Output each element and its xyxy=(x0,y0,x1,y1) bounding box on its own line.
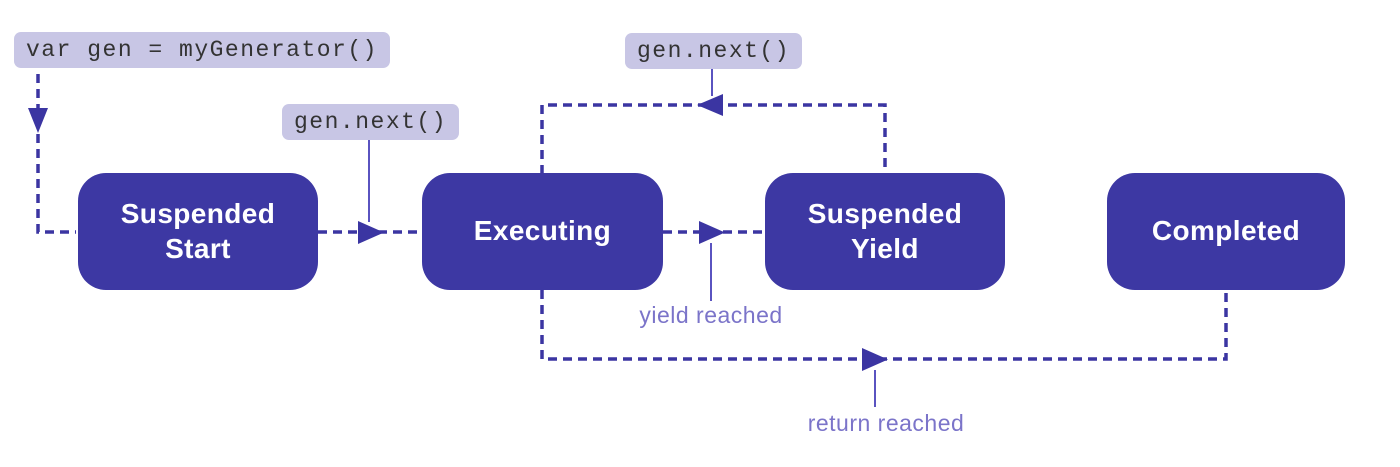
state-suspended-start: Suspended Start xyxy=(78,173,318,290)
state-executing: Executing xyxy=(422,173,663,290)
caption-return-reached: return reached xyxy=(807,410,965,436)
state-suspended-yield: Suspended Yield xyxy=(765,173,1005,290)
caption-yield-reached: yield reached xyxy=(639,302,783,328)
edge-suspended-yield-to-executing xyxy=(540,103,887,174)
arrowhead-right-icon xyxy=(862,348,888,371)
edge-create-to-suspended-start xyxy=(36,74,76,234)
arrowhead-right-icon xyxy=(358,221,384,244)
arrowhead-right-icon xyxy=(699,221,725,244)
arrowhead-left-icon xyxy=(697,94,723,116)
code-label-gen-next-yield: gen.next() xyxy=(625,33,803,69)
arrowhead-down-icon xyxy=(28,108,48,133)
state-completed: Completed xyxy=(1107,173,1345,290)
code-label-create-generator: var gen = myGenerator() xyxy=(14,32,390,68)
code-label-gen-next-start: gen.next() xyxy=(282,104,460,140)
